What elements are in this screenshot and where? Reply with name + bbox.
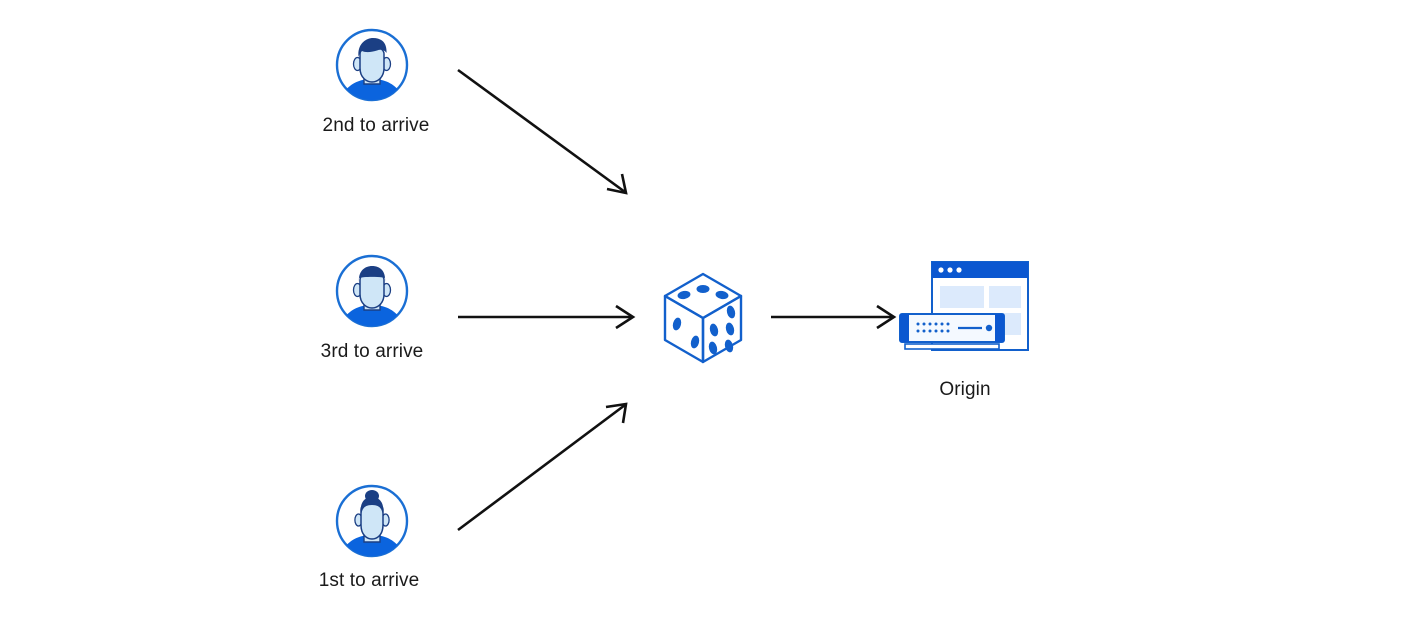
server-appliance-icon (899, 313, 1005, 350)
dice-randomizer[interactable] (657, 268, 749, 368)
user-avatar-icon (335, 484, 409, 558)
client-avatar-2nd[interactable] (333, 26, 411, 104)
client-avatar-3rd[interactable] (333, 252, 411, 330)
origin-node[interactable] (896, 258, 1034, 362)
arrow-2nd-to-dice (457, 68, 628, 195)
arrow-3rd-to-dice (458, 304, 636, 330)
client-avatar-1st[interactable] (333, 482, 411, 560)
dice-icon (663, 272, 743, 364)
client-label-2nd: 2nd to arrive (322, 115, 430, 136)
arrow-1st-to-dice (457, 402, 628, 532)
arrow-dice-to-origin (771, 304, 897, 330)
origin-server-icon (899, 261, 1029, 351)
client-label-1st: 1st to arrive (318, 570, 420, 591)
user-avatar-icon (335, 254, 409, 328)
user-avatar-icon (335, 28, 409, 102)
client-label-3rd: 3rd to arrive (320, 341, 424, 362)
origin-label: Origin (939, 379, 991, 400)
